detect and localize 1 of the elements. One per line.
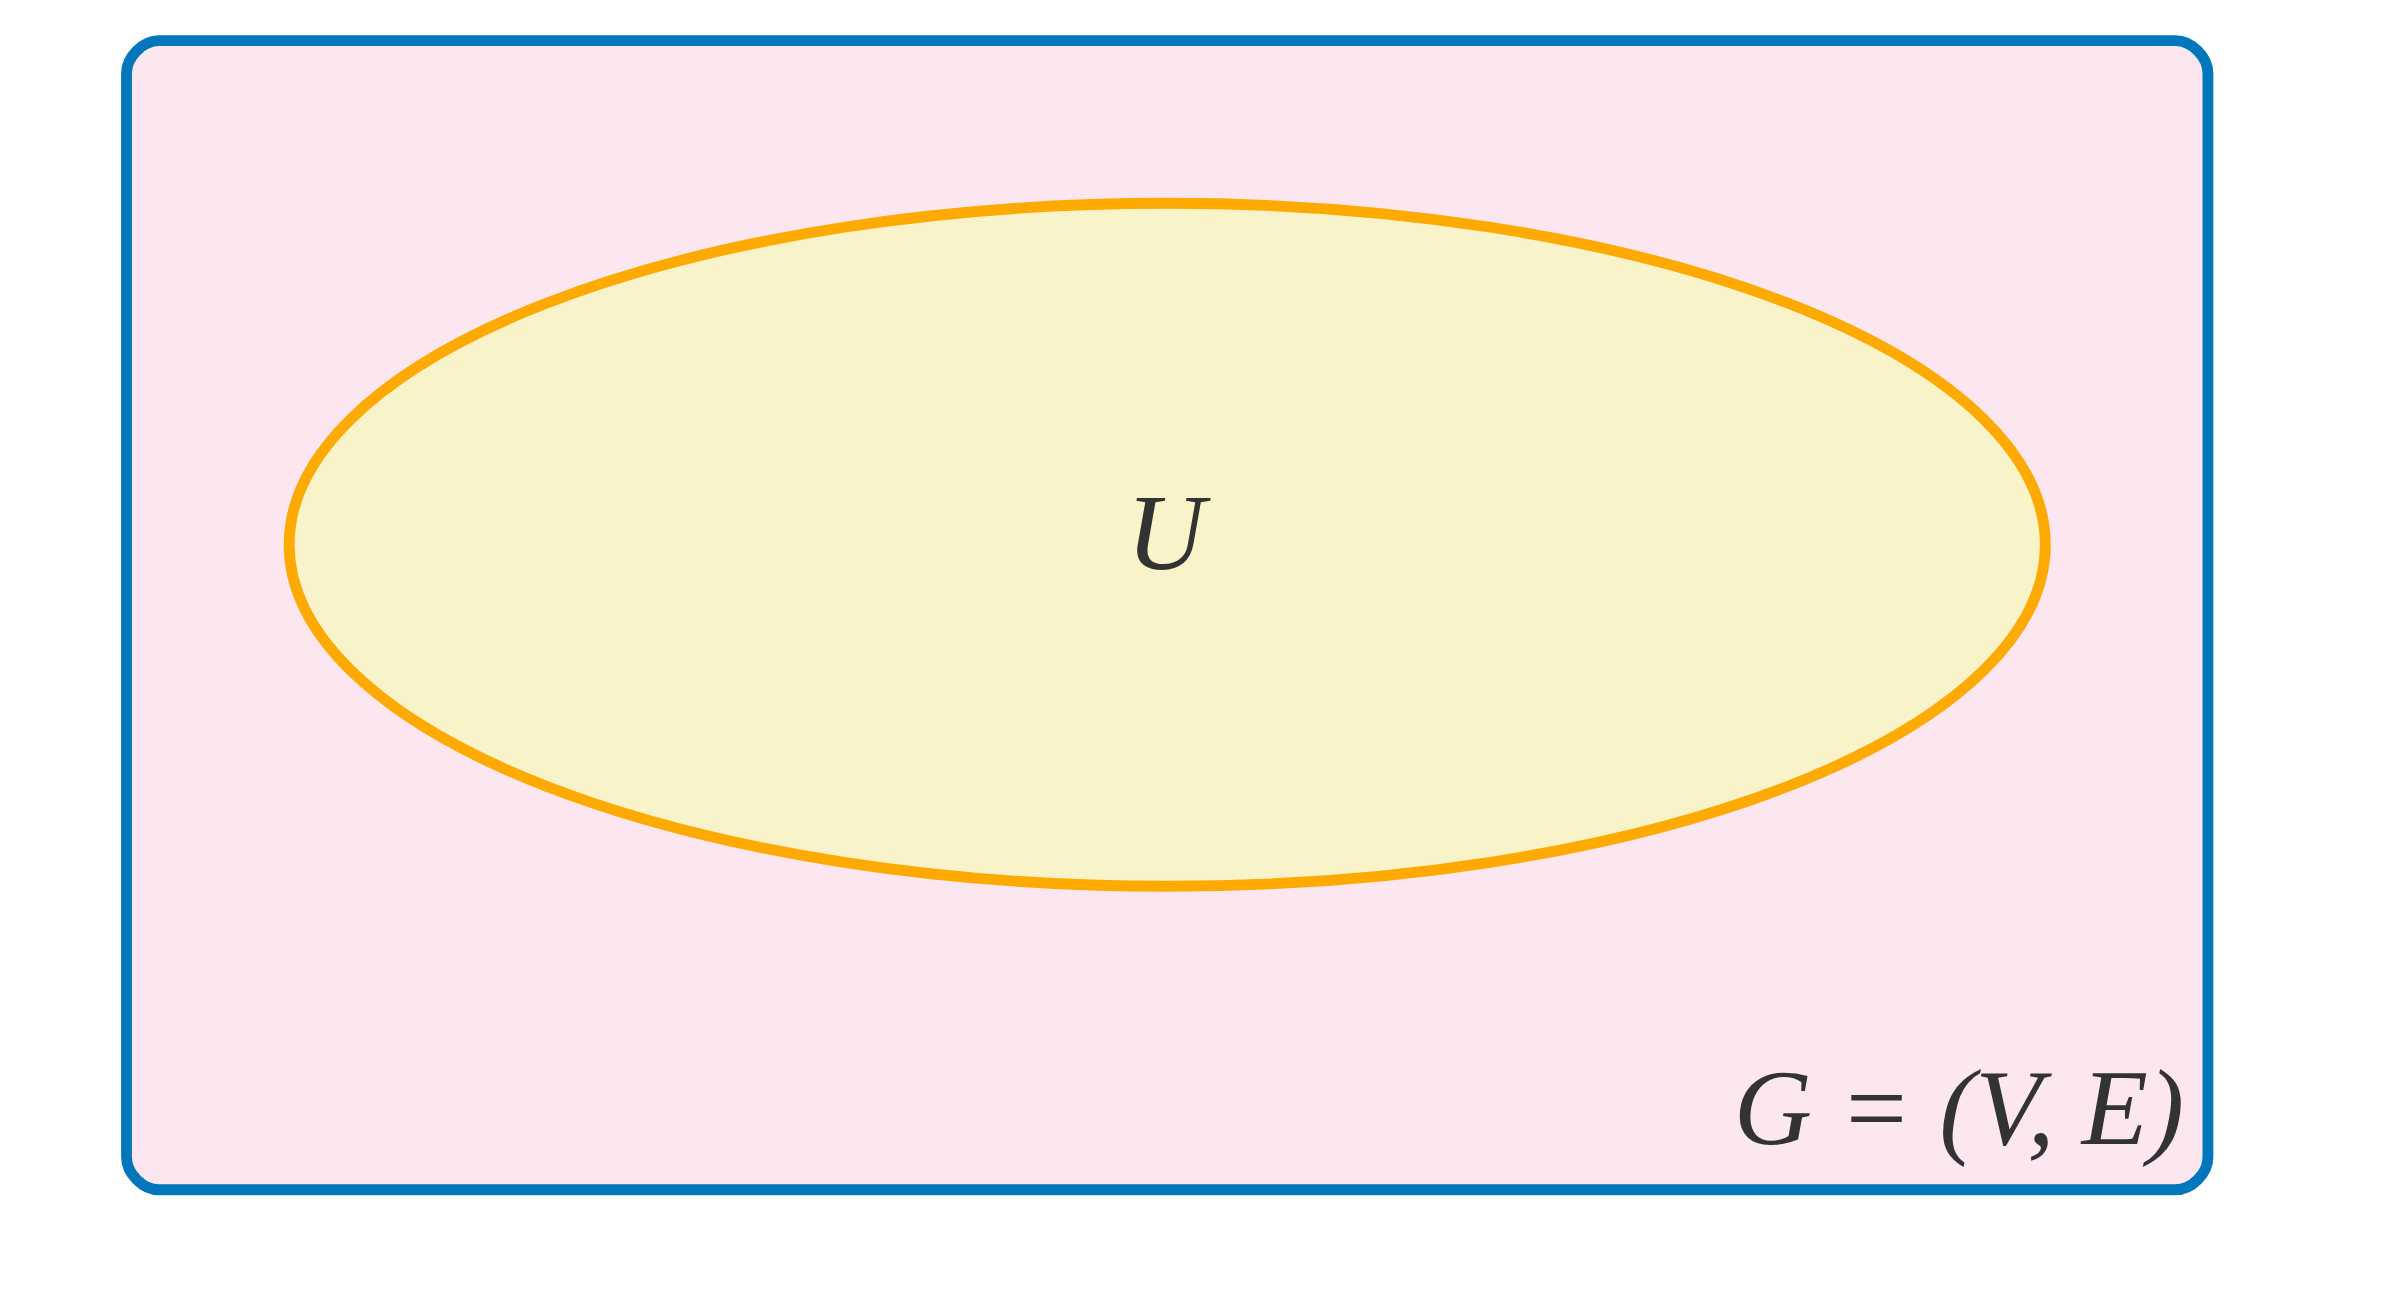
node-ellipse: U (283, 197, 2051, 892)
